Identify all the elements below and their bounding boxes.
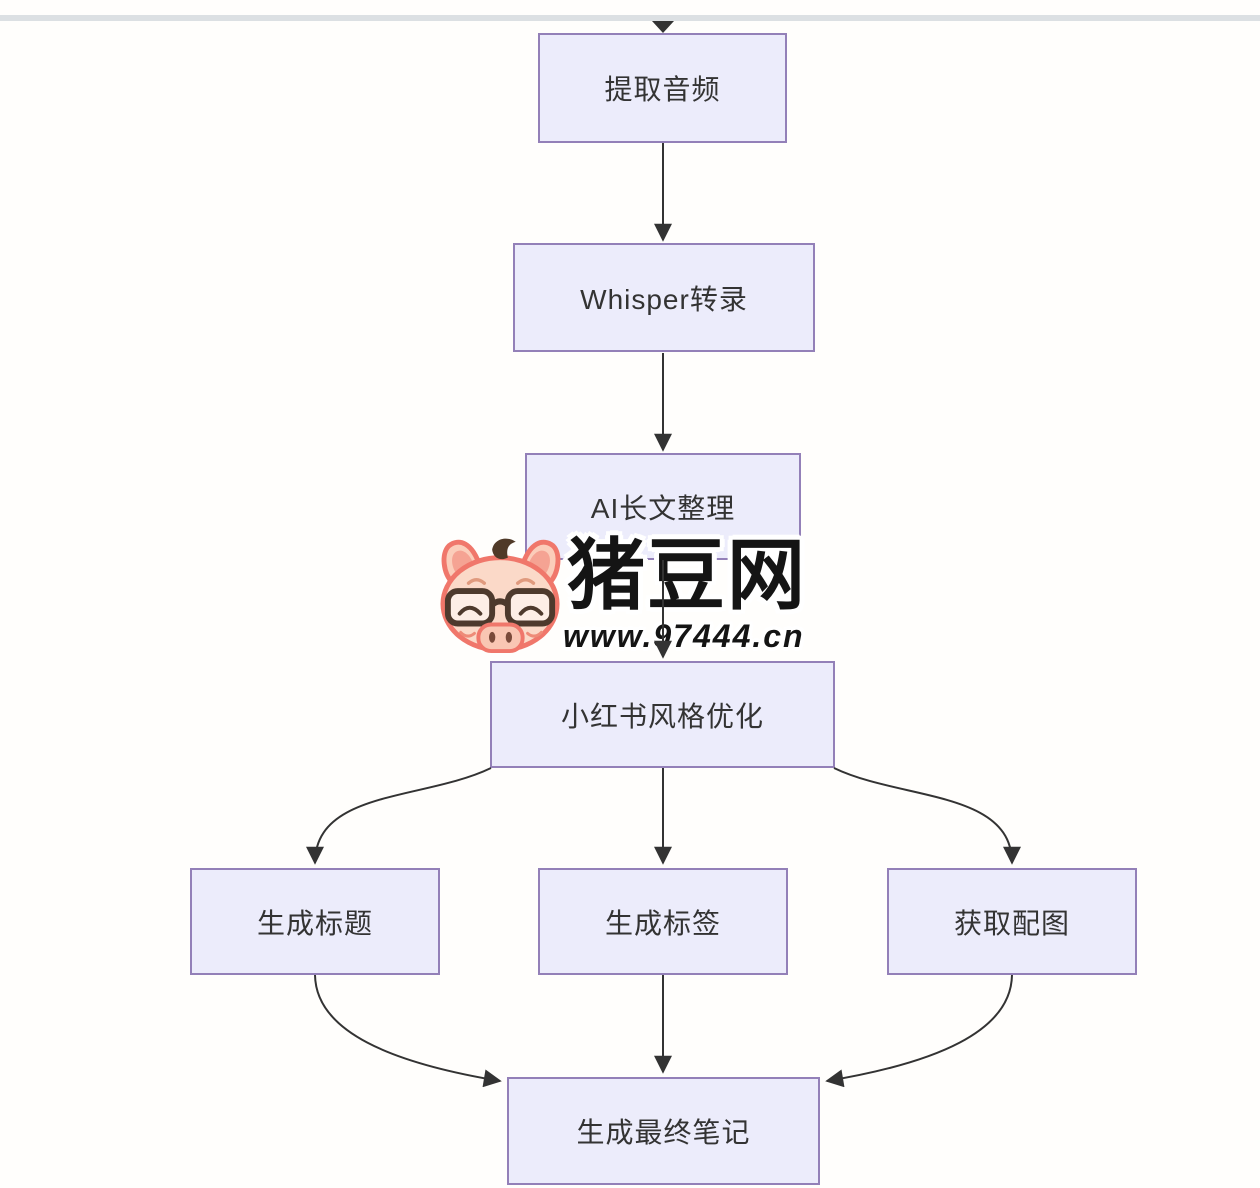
node-label: 生成标签 — [604, 907, 721, 939]
edge-images-to-final — [825, 974, 1013, 1088]
node-label: 生成最终笔记 — [576, 1117, 751, 1148]
node-label: 小红书风格优化 — [560, 700, 764, 732]
node-extract-audio: 提取音频 — [538, 33, 787, 143]
edge-top-into-extract — [652, 21, 674, 33]
node-label: AI长文整理 — [590, 492, 736, 524]
node-label: 生成标题 — [256, 907, 373, 939]
edge-xhs-to-title — [306, 767, 492, 865]
node-label: 获取配图 — [953, 907, 1070, 939]
page-divider — [0, 15, 1260, 21]
node-generate-tags: 生成标签 — [538, 868, 788, 975]
node-xhs-style-optimize: 小红书风格优化 — [490, 661, 835, 768]
node-ai-format: AI长文整理 — [525, 453, 801, 560]
node-label: Whisper转录 — [580, 283, 748, 315]
edge-title-to-final — [314, 974, 502, 1088]
edge-xhs-to-images — [833, 767, 1021, 865]
node-whisper-transcribe: Whisper转录 — [513, 243, 815, 352]
node-generate-title: 生成标题 — [190, 868, 440, 975]
node-final-note: 生成最终笔记 — [507, 1077, 820, 1185]
node-label: 提取音频 — [604, 74, 721, 105]
watermark-site-url: www.97444.cn — [563, 618, 805, 654]
node-get-images: 获取配图 — [887, 868, 1137, 975]
